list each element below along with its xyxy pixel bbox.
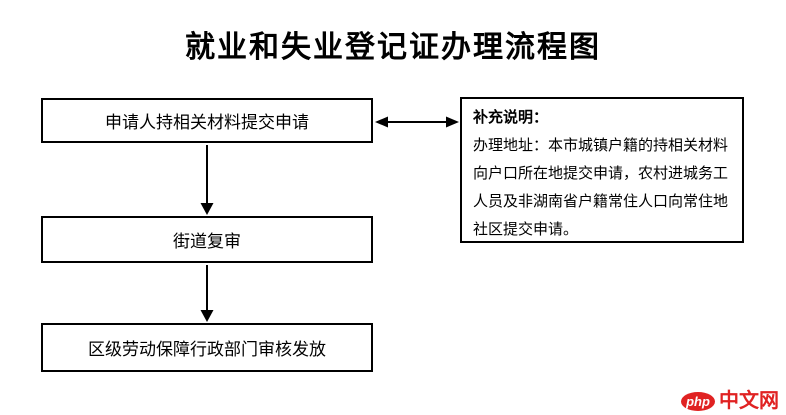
note-body: 办理地址：本市城镇户籍的持相关材料向户口所在地提交申请，农村进城务工人员及非湖南… <box>473 137 729 238</box>
php-cn-watermark: php 中文网 <box>681 391 779 411</box>
flow-step-district-approval: 区级劳动保障行政部门审核发放 <box>41 323 373 372</box>
php-logo-icon: php <box>681 391 715 411</box>
flow-step-submit-application: 申请人持相关材料提交申请 <box>41 98 373 143</box>
site-name: 中文网 <box>719 390 779 412</box>
note-heading: 补充说明： <box>473 109 549 126</box>
down-arrow-icon <box>200 265 214 322</box>
flow-step-label: 申请人持相关材料提交申请 <box>105 113 309 132</box>
flow-step-label: 街道复审 <box>173 232 241 251</box>
down-arrow-icon <box>200 145 214 215</box>
note-box: 补充说明： 办理地址：本市城镇户籍的持相关材料向户口所在地提交申请，农村进城务工… <box>460 97 744 243</box>
double-arrow-icon <box>375 116 459 128</box>
flow-step-label: 区级劳动保障行政部门审核发放 <box>88 340 326 359</box>
page-title: 就业和失业登记证办理流程图 <box>185 31 601 64</box>
flow-step-street-review: 街道复审 <box>41 216 373 263</box>
